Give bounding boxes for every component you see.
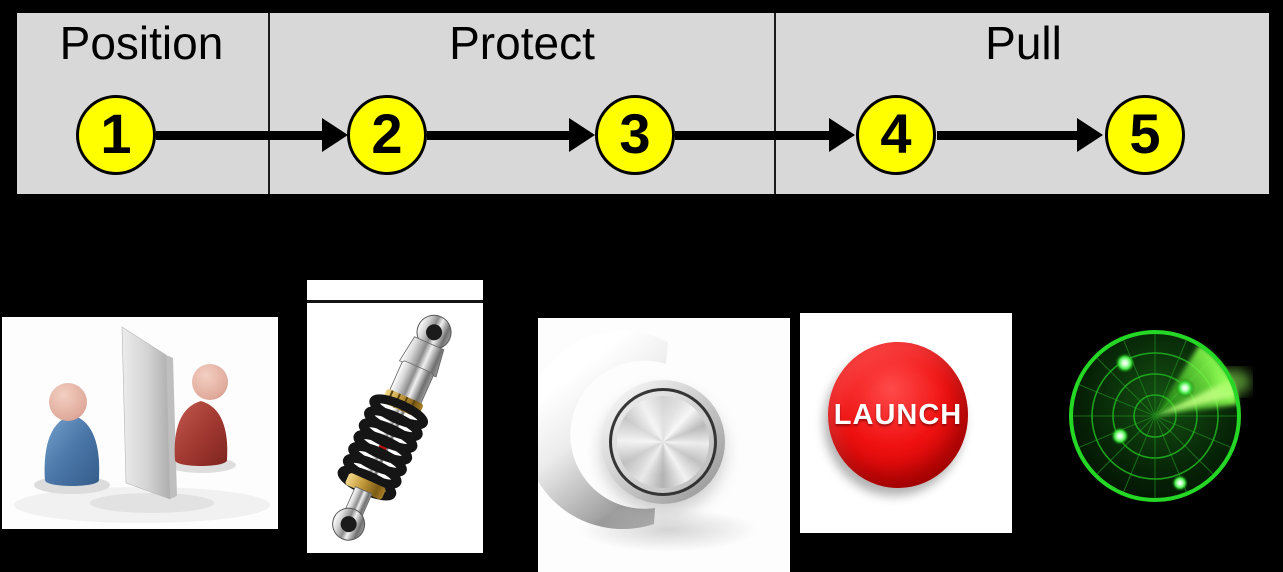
arrow-step4-step5 — [937, 118, 1103, 152]
two-figures-wall-icon — [2, 317, 278, 529]
phase-divider — [774, 13, 776, 194]
knob-outer-ring — [601, 380, 725, 504]
arrow-step3-step4 — [675, 118, 855, 152]
step-circle-3: 3 — [595, 95, 675, 175]
two-figures-wall-graphic — [2, 317, 278, 529]
phase-divider — [268, 13, 270, 194]
launch-button: LAUNCH — [828, 342, 968, 488]
metal-knob-icon — [538, 318, 790, 572]
step-circle-5: 5 — [1105, 95, 1185, 175]
radar-screen-icon — [1057, 318, 1253, 514]
phase-label-pull: Pull — [985, 17, 1062, 69]
arrow-step1-step2 — [156, 118, 348, 152]
knob-face — [617, 396, 709, 488]
step-circle-4: 4 — [856, 95, 936, 175]
step-circle-2: 2 — [347, 95, 427, 175]
arrow-step2-step3 — [427, 118, 595, 152]
knob-dark-ring — [609, 388, 717, 496]
step-circle-1: 1 — [76, 95, 156, 175]
knob-shadow — [578, 508, 758, 552]
phase-label-protect: Protect — [449, 17, 595, 69]
phase-label-position: Position — [59, 17, 224, 69]
radar-graphic — [1057, 318, 1253, 514]
knob-shine — [617, 396, 709, 488]
launch-button-icon: LAUNCH — [800, 313, 1012, 533]
launch-button-label: LAUNCH — [833, 398, 963, 431]
shock-absorber-icon — [307, 280, 483, 553]
shock-absorber-graphic — [307, 280, 483, 553]
